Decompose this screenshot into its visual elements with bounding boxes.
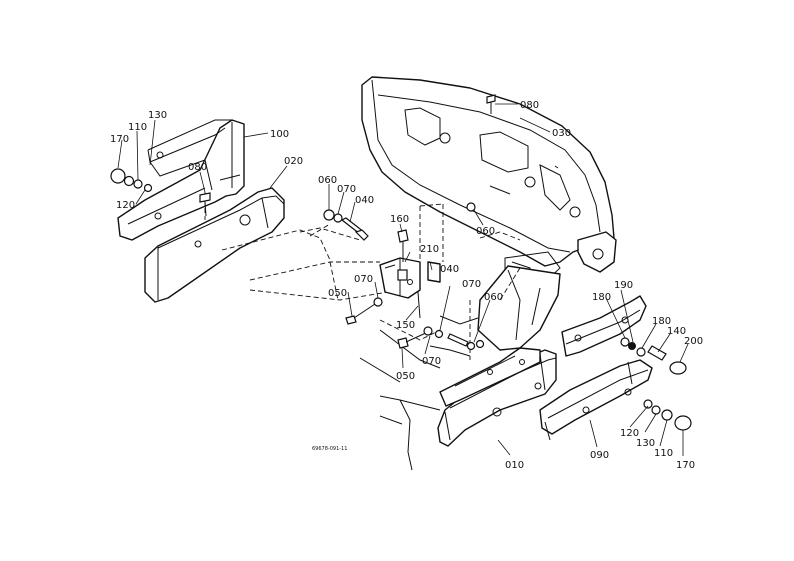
callout-180-a: 180 [592,292,611,303]
callout-labels: 080 030 100 130 110 170 120 080 020 060 … [110,100,703,471]
callout-060-c: 060 [484,292,503,303]
callout-080-top: 080 [520,100,539,111]
callout-010: 010 [505,460,524,471]
callout-090: 090 [590,450,609,461]
frame-outline-lines [204,192,521,471]
callout-160: 160 [390,214,409,225]
callout-060-b: 060 [476,226,495,237]
callout-070-b: 070 [354,274,373,285]
callout-200: 200 [684,336,703,347]
leader-lines [117,103,689,456]
callout-180-b: 180 [652,316,671,327]
callout-140: 140 [667,326,686,337]
right-upper-rail [561,295,647,357]
callout-070-a: 070 [337,184,356,195]
front-weight-010 [437,347,557,447]
left-weight-block-020 [144,187,285,303]
callout-040-b: 040 [440,264,459,275]
drawing-code: 69678-091-11 [312,446,347,452]
callout-070-c: 070 [462,279,481,290]
callout-130-right: 130 [636,438,655,449]
right-lower-rail-090 [539,359,653,441]
callout-060-a: 060 [318,175,337,186]
callout-080-left: 080 [188,162,207,173]
callout-190: 190 [614,280,633,291]
hardware-fasteners [110,94,692,431]
callout-150: 150 [396,320,415,331]
callout-110-left: 110 [128,122,147,133]
hinge-bracket-210 [379,257,441,299]
callout-100: 100 [270,129,289,140]
center-support-bracket [469,265,561,360]
callout-130-left: 130 [148,110,167,121]
callout-210: 210 [420,244,439,255]
left-upper-rail-100 [117,119,245,241]
callout-020: 020 [284,156,303,167]
callout-170-left: 170 [110,134,129,145]
callout-050-b: 050 [396,371,415,382]
callout-040-a: 040 [355,195,374,206]
callout-120-left: 120 [116,200,135,211]
callout-050-a: 050 [328,288,347,299]
callout-030: 030 [552,128,571,139]
callout-070-d: 070 [422,356,441,367]
callout-170-right: 170 [676,460,695,471]
front-weight-casting-030 [361,76,617,287]
callout-120-right: 120 [620,428,639,439]
callout-110-right: 110 [654,448,673,459]
